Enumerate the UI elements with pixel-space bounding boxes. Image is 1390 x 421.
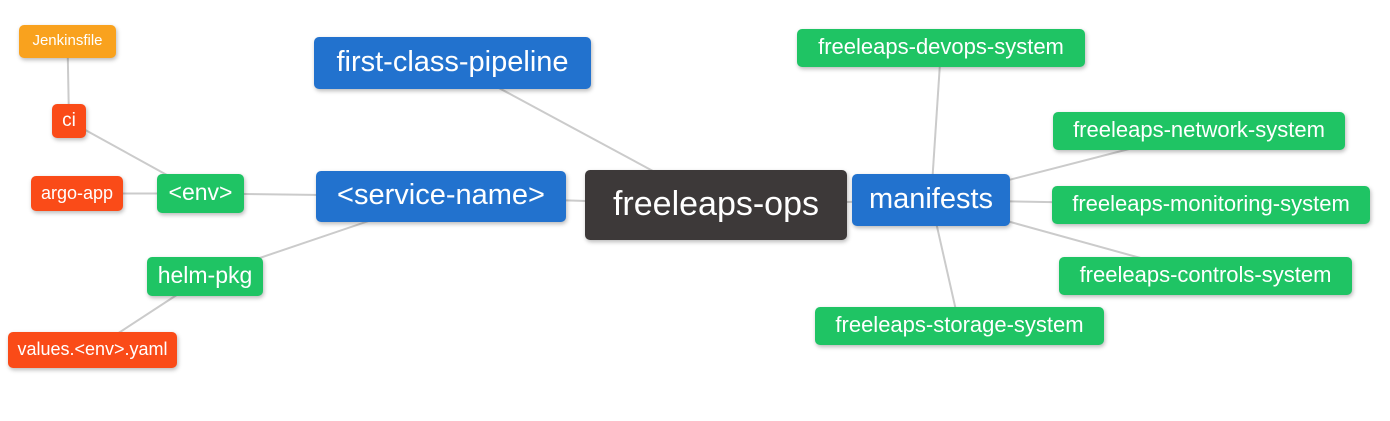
- node-service-name[interactable]: <service-name>: [316, 171, 566, 222]
- node-label: first-class-pipeline: [336, 45, 569, 78]
- node-label: freeleaps-monitoring-system: [1072, 191, 1350, 216]
- node-ci[interactable]: ci: [52, 104, 86, 138]
- node-label: freeleaps-devops-system: [818, 34, 1064, 59]
- node-label: freeleaps-controls-system: [1079, 262, 1332, 287]
- node-label: ci: [62, 109, 76, 131]
- node-env[interactable]: <env>: [157, 174, 244, 213]
- node-label: freeleaps-ops: [612, 185, 819, 223]
- node-label: helm-pkg: [157, 262, 253, 288]
- node-label: <service-name>: [337, 179, 545, 211]
- node-first-class-pipeline[interactable]: first-class-pipeline: [314, 37, 591, 89]
- node-helm-pkg[interactable]: helm-pkg: [147, 257, 263, 296]
- node-label: freeleaps-network-system: [1073, 117, 1325, 142]
- node-devops-system[interactable]: freeleaps-devops-system: [797, 29, 1085, 67]
- node-manifests[interactable]: manifests: [852, 174, 1010, 226]
- node-label: argo-app: [40, 182, 114, 203]
- node-storage-system[interactable]: freeleaps-storage-system: [815, 307, 1104, 345]
- node-label: Jenkinsfile: [32, 32, 103, 49]
- node-network-system[interactable]: freeleaps-network-system: [1053, 112, 1345, 150]
- node-jenkinsfile[interactable]: Jenkinsfile: [19, 25, 116, 58]
- node-label: <env>: [168, 179, 233, 205]
- node-label: freeleaps-storage-system: [835, 312, 1084, 337]
- node-argo-app[interactable]: argo-app: [31, 176, 123, 211]
- node-monitoring-system[interactable]: freeleaps-monitoring-system: [1052, 186, 1370, 224]
- node-label: manifests: [868, 182, 994, 215]
- node-freeleaps-ops[interactable]: freeleaps-ops: [585, 170, 847, 240]
- node-controls-system[interactable]: freeleaps-controls-system: [1059, 257, 1352, 295]
- node-values-env-yaml[interactable]: values.<env>.yaml: [8, 332, 177, 368]
- node-label: values.<env>.yaml: [17, 339, 168, 359]
